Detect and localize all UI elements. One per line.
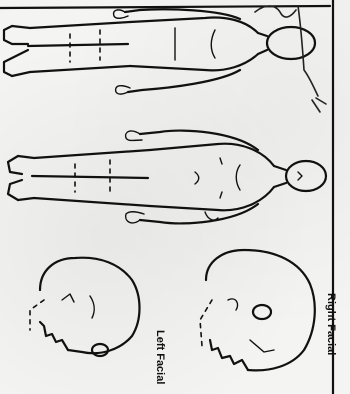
handwriting-mark xyxy=(312,98,326,112)
body-outline-front-view xyxy=(8,131,326,224)
right-facial-profile-outline xyxy=(200,250,315,370)
right-facial-label: Right Facial xyxy=(325,293,337,355)
form-border-line xyxy=(0,6,330,8)
handwriting-mark xyxy=(255,6,296,17)
left-facial-label: Left Facial xyxy=(154,330,166,384)
handwriting-mark xyxy=(298,6,318,96)
body-outline-back-view xyxy=(4,9,315,94)
left-facial-profile-outline xyxy=(30,258,140,356)
